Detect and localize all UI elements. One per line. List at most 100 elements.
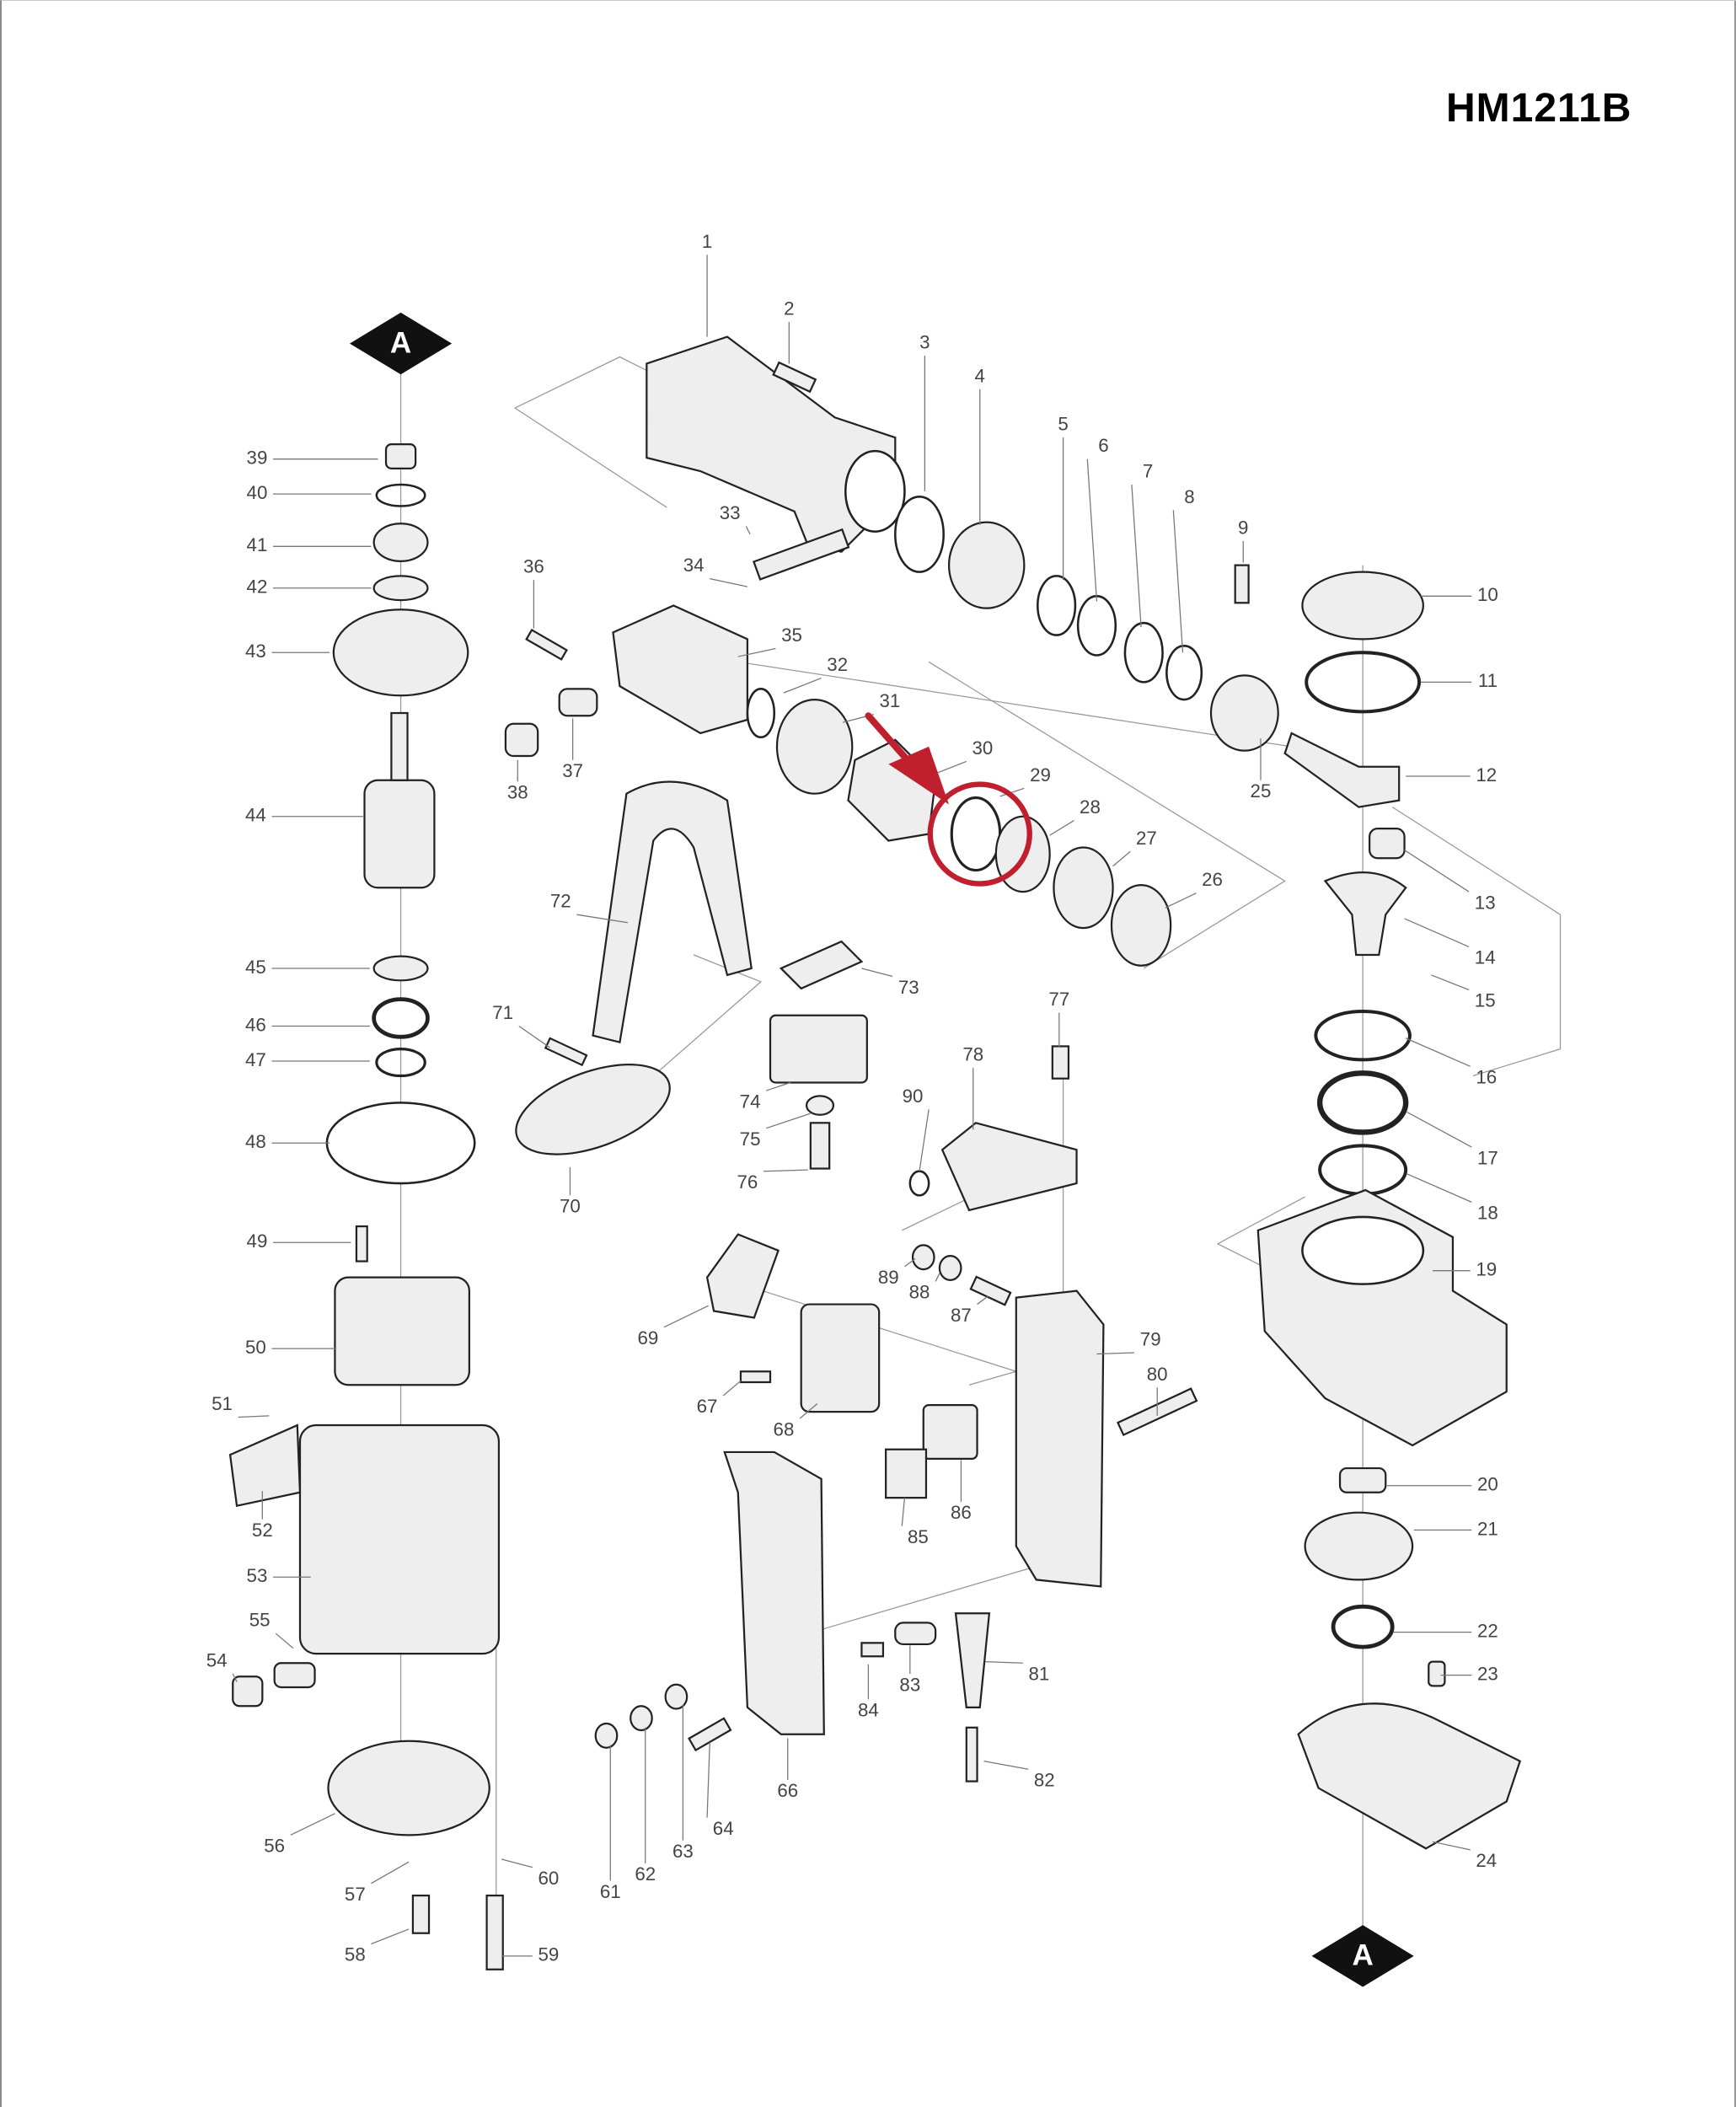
part-number-77: 77 [1048,989,1069,1010]
part-number-52: 52 [252,1520,273,1541]
part-number-21: 21 [1477,1518,1498,1539]
leader-line-29 [999,787,1025,797]
leader-line-81 [985,1661,1023,1664]
part-number-2: 2 [784,298,794,319]
part-number-23: 23 [1477,1663,1498,1684]
part-number-50: 50 [245,1337,266,1358]
part-number-29: 29 [1030,764,1051,785]
leader-line-32 [783,677,822,694]
leader-line-26 [1165,893,1197,909]
leader-line-13 [1404,850,1470,893]
leader-line-51 [238,1415,270,1418]
part-number-47: 47 [245,1049,266,1070]
part-number-42: 42 [247,576,268,598]
part-number-73: 73 [898,977,919,998]
part-number-86: 86 [951,1502,972,1523]
part-number-88: 88 [909,1282,930,1303]
part-number-82: 82 [1034,1769,1055,1790]
leader-line-18 [1406,1173,1472,1203]
part-number-64: 64 [713,1818,734,1839]
leader-line-79 [1096,1352,1135,1355]
part-number-40: 40 [247,482,268,503]
highlight-circle-part-29 [927,781,1032,887]
part-number-14: 14 [1475,947,1496,968]
part-number-58: 58 [345,1944,366,1965]
part-number-22: 22 [1477,1620,1498,1641]
leader-line-71 [518,1025,550,1048]
part-number-19: 19 [1476,1259,1497,1280]
parts-shapes [228,335,1522,1970]
part-number-83: 83 [899,1674,920,1695]
part-number-89: 89 [878,1267,899,1288]
part-number-26: 26 [1202,869,1223,890]
part-number-45: 45 [245,957,266,978]
leader-line-6 [1086,458,1098,602]
part-number-41: 41 [247,534,268,555]
part-number-79: 79 [1140,1328,1161,1349]
part-number-34: 34 [683,555,705,576]
part-number-81: 81 [1028,1663,1049,1684]
leader-line-82 [983,1761,1029,1770]
leader-line-17 [1406,1111,1472,1148]
svg-text:A: A [1352,1939,1373,1972]
leader-line-34 [710,577,748,587]
part-number-62: 62 [635,1863,656,1885]
part-number-39: 39 [247,448,268,469]
part-number-87: 87 [951,1305,972,1326]
part-number-35: 35 [781,625,802,646]
part-number-44: 44 [245,805,266,826]
part-number-5: 5 [1058,414,1068,435]
leader-line-73 [861,968,893,978]
leader-line-90 [919,1109,930,1171]
part-number-74: 74 [740,1091,761,1112]
part-number-61: 61 [600,1881,621,1902]
part-number-69: 69 [638,1327,659,1348]
leader-line-55 [275,1633,294,1649]
part-number-13: 13 [1475,892,1496,913]
leader-line-58 [371,1928,410,1945]
part-number-1: 1 [702,231,712,252]
leader-line-67 [722,1380,742,1397]
highlight-annotation [865,712,1032,887]
leader-line-64 [706,1742,710,1818]
part-number-4: 4 [975,365,985,386]
part-number-31: 31 [880,690,901,711]
part-number-49: 49 [247,1230,268,1252]
part-number-48: 48 [245,1131,266,1152]
part-number-59: 59 [538,1944,560,1965]
leader-line-76 [764,1169,808,1172]
leader-line-87 [977,1295,989,1305]
leader-line-33 [745,526,751,535]
section-marker-top: A [349,312,453,375]
part-number-84: 84 [858,1700,879,1721]
part-number-7: 7 [1143,461,1153,482]
part-number-43: 43 [245,641,266,662]
part-number-78: 78 [962,1043,983,1064]
section-marker-bottom: A [1311,1925,1414,1987]
part-number-27: 27 [1136,828,1157,849]
part-number-63: 63 [672,1841,694,1862]
part-number-25: 25 [1251,780,1272,802]
part-number-6: 6 [1098,435,1108,456]
svg-text:A: A [390,326,411,359]
part-number-36: 36 [523,556,544,577]
model-title: HM1211B [1446,86,1632,131]
part-number-55: 55 [249,1610,271,1631]
leader-line-28 [1049,820,1074,836]
part-number-57: 57 [345,1884,366,1905]
part-number-71: 71 [492,1002,513,1023]
leader-line-14 [1404,918,1470,948]
leader-line-56 [290,1813,335,1836]
part-number-60: 60 [538,1868,560,1889]
leader-line-89 [904,1257,916,1268]
leader-line-27 [1112,850,1131,867]
part-number-labels: 1234567891011121314151617181920212223242… [206,231,1498,1965]
part-number-75: 75 [740,1129,761,1150]
leader-line-15 [1431,974,1470,991]
part-number-17: 17 [1477,1147,1498,1168]
leader-line-72 [576,914,629,924]
part-number-33: 33 [720,502,741,523]
part-number-53: 53 [247,1565,268,1586]
leader-line-69 [663,1305,709,1328]
